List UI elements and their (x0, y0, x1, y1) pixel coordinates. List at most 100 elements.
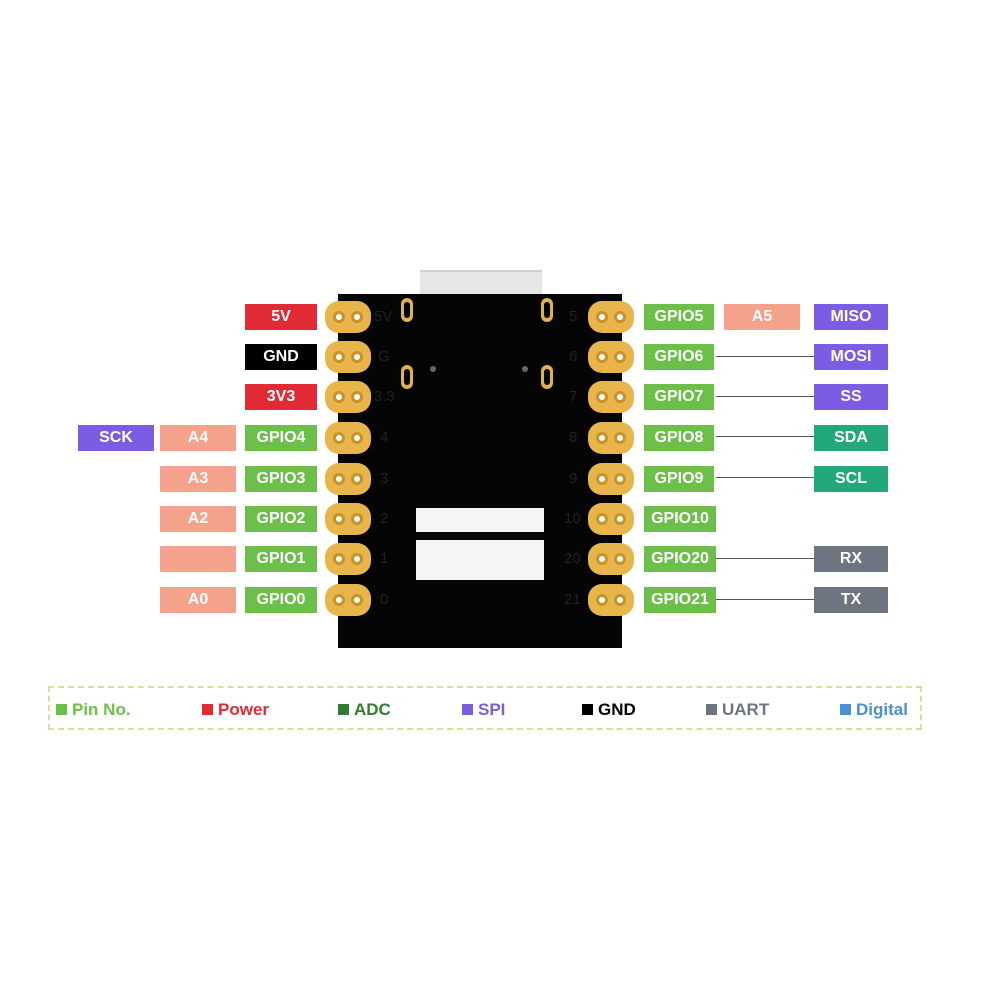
legend-item-pin-no: Pin No. (56, 700, 131, 720)
header-pin-pair (588, 543, 634, 575)
legend-swatch (582, 704, 593, 715)
board-fiducial (522, 366, 528, 372)
usb-c-connector (420, 270, 542, 294)
legend: Pin No. Power ADC SPI GND UART Digital (48, 686, 922, 730)
pin-number: 8 (569, 429, 578, 446)
pin-number: 7 (569, 388, 578, 405)
pin-hole (614, 594, 626, 606)
header-pin-pair (325, 422, 371, 454)
label-i2c-scl: SCL (814, 466, 888, 492)
label-adc-a3: A3 (160, 466, 236, 492)
legend-label: Pin No. (72, 700, 131, 719)
pin-hole (333, 473, 345, 485)
pin-hole (351, 311, 363, 323)
legend-item-uart: UART (706, 700, 769, 720)
connector-line (716, 436, 814, 437)
label-power-5v: 5V (245, 304, 317, 330)
label-adc-a4: A4 (160, 425, 236, 451)
legend-item-adc: ADC (338, 700, 391, 720)
label-spi-mosi: MOSI (814, 344, 888, 370)
legend-swatch (338, 704, 349, 715)
connector-line (716, 396, 814, 397)
label-gpio10: GPIO10 (644, 506, 716, 532)
pin-hole (351, 473, 363, 485)
pin-number: 20 (564, 550, 581, 567)
label-gpio7: GPIO7 (644, 384, 714, 410)
pin-number: 3.3 (374, 388, 395, 405)
label-gpio2: GPIO2 (245, 506, 317, 532)
label-adc-a0: A0 (160, 587, 236, 613)
header-pin-pair (325, 543, 371, 575)
board-silkscreen-block-top (416, 508, 544, 532)
pin-hole (333, 311, 345, 323)
header-pin-pair (325, 381, 371, 413)
pin-hole (351, 351, 363, 363)
pin-hole (333, 513, 345, 525)
pin-hole (614, 311, 626, 323)
header-pin-pair (588, 463, 634, 495)
pin-hole (596, 594, 608, 606)
pin-number: 21 (564, 591, 581, 608)
legend-label: Power (218, 700, 270, 719)
label-uart-tx: TX (814, 587, 888, 613)
pin-hole (333, 391, 345, 403)
pin-hole (596, 553, 608, 565)
legend-swatch (202, 704, 213, 715)
header-pin-pair (325, 341, 371, 373)
label-power-3v3: 3V3 (245, 384, 317, 410)
label-gpio6: GPIO6 (644, 344, 714, 370)
label-gpio4: GPIO4 (245, 425, 317, 451)
pin-hole (596, 391, 608, 403)
pin-hole (614, 432, 626, 444)
pin-number: 5V (374, 308, 393, 325)
mounting-slot (401, 298, 413, 322)
pin-hole (351, 513, 363, 525)
legend-item-digital: Digital (840, 700, 908, 720)
legend-swatch (706, 704, 717, 715)
pin-hole (596, 351, 608, 363)
header-pin-pair (588, 301, 634, 333)
pin-hole (596, 473, 608, 485)
connector-line (716, 599, 814, 600)
label-gnd: GND (245, 344, 317, 370)
pin-number: 5 (569, 308, 578, 325)
header-pin-pair (588, 503, 634, 535)
header-pin-pair (588, 584, 634, 616)
label-gpio3: GPIO3 (245, 466, 317, 492)
pin-hole (596, 311, 608, 323)
mounting-slot (401, 365, 413, 389)
mounting-slot (541, 365, 553, 389)
label-spi-ss: SS (814, 384, 888, 410)
board-fiducial (430, 366, 436, 372)
pin-hole (614, 391, 626, 403)
pin-number: 6 (569, 348, 578, 365)
connector-line (716, 558, 814, 559)
pin-number: 0 (380, 591, 389, 608)
pin-hole (333, 594, 345, 606)
header-pin-pair (325, 503, 371, 535)
pin-hole (333, 553, 345, 565)
board-silkscreen-block-bottom (416, 540, 544, 580)
pin-hole (351, 432, 363, 444)
header-pin-pair (325, 584, 371, 616)
pin-number: G (378, 348, 390, 365)
legend-label: GND (598, 700, 636, 719)
pin-hole (351, 594, 363, 606)
legend-swatch (462, 704, 473, 715)
label-gpio1: GPIO1 (245, 546, 317, 572)
legend-label: Digital (856, 700, 908, 719)
label-gpio5: GPIO5 (644, 304, 714, 330)
legend-swatch (56, 704, 67, 715)
pin-hole (596, 513, 608, 525)
pin-number: 10 (564, 510, 581, 527)
header-pin-pair (588, 341, 634, 373)
label-adc-a2: A2 (160, 506, 236, 532)
label-gpio0: GPIO0 (245, 587, 317, 613)
legend-label: ADC (354, 700, 391, 719)
pin-hole (351, 391, 363, 403)
pin-number: 9 (569, 470, 578, 487)
connector-line (716, 356, 814, 357)
pin-number: 2 (380, 510, 389, 527)
header-pin-pair (588, 381, 634, 413)
legend-item-spi: SPI (462, 700, 505, 720)
